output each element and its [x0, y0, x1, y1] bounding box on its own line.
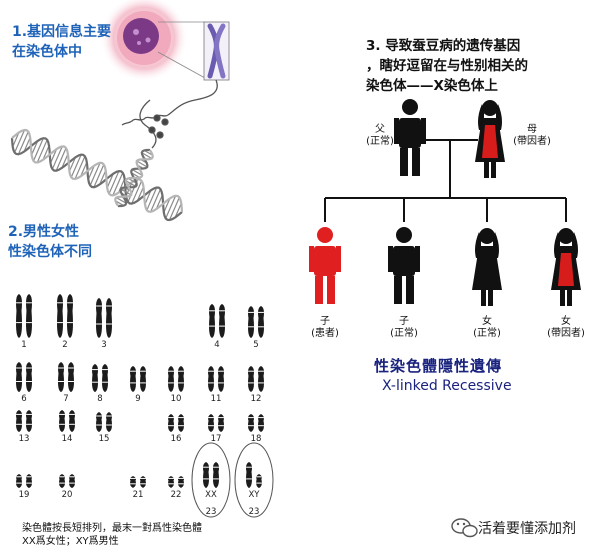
chromosome-number: 18 [250, 434, 262, 444]
pedigree-lines [324, 139, 567, 222]
father-label-role: 父 [375, 124, 385, 135]
child-label-4: 女 (帶因者) [536, 316, 596, 340]
sex-difference-caption-line2: 性染色体不同 [8, 244, 92, 260]
child-2-role: 子 [399, 316, 409, 327]
chromosome-number: 5 [253, 340, 259, 350]
chromosome-number: 12 [250, 394, 262, 404]
inheritance-caption-line2: ，瞎好逗留在与性别相关的 [366, 58, 528, 74]
chromosome-number: 13 [18, 434, 30, 444]
sex-chromosome-label-xy: XY [248, 490, 260, 500]
child-label-1: 子 (患者) [295, 316, 355, 340]
sex-chromosome-label-xx: XX [205, 490, 217, 500]
karyotype-footnote-line2: XX爲女性；XY爲男性 [22, 536, 119, 547]
child-4-role: 女 [561, 316, 571, 327]
chromosome-number: 21 [132, 490, 144, 500]
father-figure [394, 99, 426, 176]
son-affected-figure [309, 227, 341, 304]
father-label-status: (正常) [366, 136, 394, 147]
inheritance-caption-line1: 3. 导致蚕豆病的遗传基因 [366, 38, 521, 54]
mother-label: 母 (帶因者) [502, 124, 562, 148]
chromosome-number: 22 [170, 490, 182, 500]
chromosome-number: 8 [97, 394, 103, 404]
sex-difference-caption-line1: 2.男性女性 [8, 224, 80, 240]
mother-figure [475, 100, 505, 178]
son-normal-figure [388, 227, 420, 304]
xy-highlight-oval [234, 442, 274, 518]
chromosome-number: 15 [98, 434, 110, 444]
chromosome-number: 9 [135, 394, 141, 404]
chromosome-illustration [203, 21, 230, 81]
chromosome-number: 20 [61, 490, 73, 500]
dna-helix-small-illustration [114, 148, 154, 208]
child-2-status: (正常) [390, 328, 418, 339]
chromosome-number-23-male: 23 [248, 507, 260, 517]
child-3-role: 女 [482, 316, 492, 327]
chromatin-illustration [121, 79, 218, 149]
inheritance-caption-line3: 染色体——X染色体上 [366, 78, 498, 94]
mother-label-status: (帶因者) [513, 136, 551, 147]
legend-title-chinese: 性染色體隱性遺傳 [374, 357, 503, 375]
chromosome-number: 17 [210, 434, 222, 444]
child-1-role: 子 [320, 316, 330, 327]
mother-label-role: 母 [527, 124, 537, 135]
xx-highlight-oval [191, 442, 231, 518]
gene-info-caption-line2: 在染色体中 [12, 44, 82, 60]
chromosome-number: 16 [170, 434, 182, 444]
child-label-2: 子 (正常) [374, 316, 434, 340]
chromosome-number: 11 [210, 394, 222, 404]
child-label-3: 女 (正常) [457, 316, 517, 340]
karyotype-footnote-line1: 染色體按長短排列，最末一對爲性染色體 [22, 523, 202, 534]
child-3-status: (正常) [473, 328, 501, 339]
daughter-carrier-figure [551, 228, 581, 306]
daughter-normal-figure [472, 228, 502, 306]
chromosome-number: 14 [61, 434, 73, 444]
chromosome-number: 3 [101, 340, 107, 350]
chromosome-number: 4 [214, 340, 220, 350]
karyotype-chromosomes [16, 294, 264, 488]
child-1-status: (患者) [311, 328, 339, 339]
chromosome-number: 1 [21, 340, 27, 350]
chromosome-number: 2 [62, 340, 68, 350]
chromosome-number: 19 [18, 490, 30, 500]
dna-helix-illustration [10, 128, 184, 222]
chromosome-number: 10 [170, 394, 182, 404]
chromosome-number: 6 [21, 394, 27, 404]
gene-info-caption-line1: 1.基因信息主要 [12, 24, 112, 40]
child-4-status: (帶因者) [547, 328, 585, 339]
cell-illustration [100, 0, 206, 82]
wechat-icon [451, 518, 478, 538]
chromosome-number-23-female: 23 [205, 507, 217, 517]
father-label: 父 (正常) [350, 124, 410, 148]
legend-title-english: X-linked Recessive [382, 378, 512, 394]
chromosome-number: 7 [63, 394, 69, 404]
watermark-text: 活着要懂添加剂 [478, 521, 576, 537]
